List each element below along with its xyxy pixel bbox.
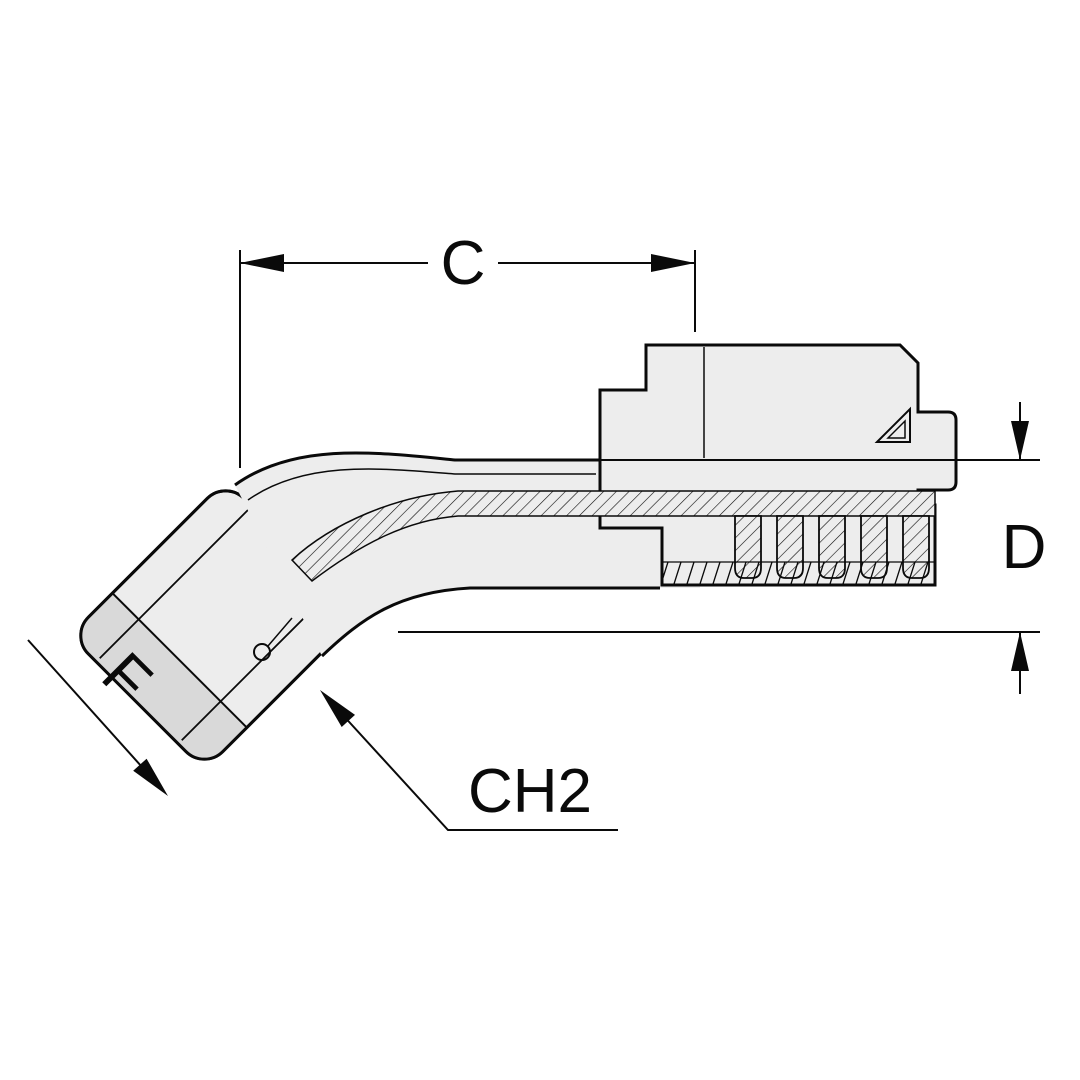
brand-logo-icon	[874, 406, 911, 443]
dimension-c: C	[239, 229, 696, 468]
tube-wall-section-hatch	[290, 490, 936, 583]
nut-back-face-shaded	[79, 593, 247, 761]
tube-bottom-edge	[320, 586, 660, 658]
ferrule-tooth	[818, 515, 846, 579]
ferrule-tooth	[902, 515, 930, 579]
crimp-serrations	[660, 561, 935, 585]
c-arrowhead-right-icon	[651, 254, 695, 272]
dim-c-label: C	[441, 229, 486, 298]
serration-ticks	[660, 561, 929, 585]
f-arrowhead-icon	[133, 758, 168, 796]
ch2-leader-line	[345, 717, 618, 831]
f-dim-line	[27, 639, 143, 768]
retaining-wire-detail	[253, 617, 293, 661]
dimension-d: D	[398, 402, 1046, 694]
d-arrowhead-top-icon	[1011, 421, 1029, 460]
dim-d-label: D	[1002, 513, 1047, 582]
tube-top-edge	[234, 451, 600, 487]
c-arrowhead-left-icon	[240, 254, 284, 272]
ferrule-tooth	[776, 515, 804, 579]
ch2-arrowhead-icon	[320, 690, 355, 727]
ch2-label: CH2	[468, 757, 592, 826]
d-arrowhead-bottom-icon	[1011, 632, 1029, 671]
nut-back-face-edge	[111, 592, 248, 729]
callout-ch2: CH2	[320, 690, 618, 831]
nut-hex-flat-upper	[99, 508, 250, 659]
tube-top-chamfer-line	[247, 468, 596, 501]
